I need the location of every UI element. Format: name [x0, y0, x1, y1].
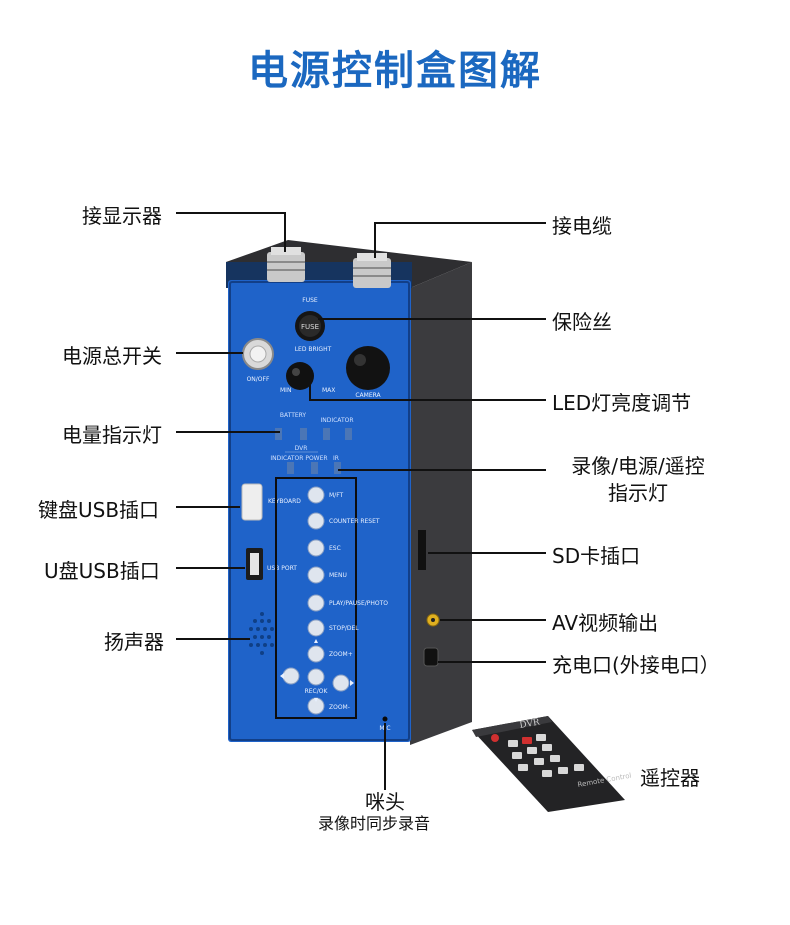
- sd-slot: [418, 530, 426, 570]
- keyboard-usb-port: [241, 483, 263, 521]
- max-text: MAX: [322, 387, 335, 394]
- battery-leds: [275, 428, 352, 440]
- leader-lines: [176, 212, 546, 790]
- label-charge: 充电口(外接电口）: [552, 653, 720, 677]
- panel-text: M/FT: [329, 492, 344, 499]
- page-title: 电源控制盒图解: [248, 48, 542, 94]
- mic-hole: [382, 716, 388, 722]
- monitor-connector: [267, 247, 305, 282]
- panel-text: REC/OK: [305, 688, 329, 695]
- case-side: [410, 262, 472, 745]
- dc-jack: [423, 647, 439, 667]
- fuse-cap-text: FUSE: [301, 323, 319, 331]
- panel-text: ZOOM-: [329, 704, 350, 711]
- label-status-indicator-line1: 录像/电源/遥控: [571, 454, 705, 478]
- dvr-text: DVR: [295, 445, 308, 452]
- label-monitor: 接显示器: [82, 204, 162, 228]
- battery-text: BATTERY: [280, 412, 307, 419]
- usb-port-text: USB PORT: [267, 565, 297, 572]
- panel-text: MENU: [329, 572, 347, 579]
- led-bright-knob: [286, 362, 314, 390]
- label-power-switch: 电源总开关: [62, 344, 162, 368]
- fuse-text: FUSE: [302, 297, 318, 304]
- label-mic-sub: 录像时同步录音: [318, 814, 431, 833]
- label-remote: 遥控器: [640, 766, 700, 790]
- remote-control: DVR Remote Control: [472, 716, 632, 812]
- label-status-indicator-line2: 指示灯: [608, 481, 668, 505]
- remote-brand-text: DVR: [519, 718, 541, 731]
- status-leds: [287, 462, 341, 474]
- label-fuse: 保险丝: [552, 310, 612, 334]
- cable-connector: [353, 253, 391, 288]
- label-av: AV视频输出: [552, 611, 659, 635]
- camera-knob: [346, 346, 390, 390]
- label-battery-indicator: 电量指示灯: [62, 423, 162, 447]
- keyboard-text: KEYBOARD: [268, 498, 301, 505]
- panel-text: PLAY/PAUSE/PHOTO: [329, 600, 388, 607]
- label-u-usb: U盘USB插口: [44, 559, 160, 583]
- label-cable: 接电缆: [552, 214, 612, 238]
- panel-text: ESC: [329, 545, 341, 552]
- speaker-grille: [249, 612, 274, 655]
- indicator-power-text: INDICATOR POWER: [270, 455, 327, 462]
- label-speaker: 扬声器: [104, 630, 164, 654]
- panel-text: ZOOM+: [329, 651, 353, 658]
- on-off-text: ON/OFF: [247, 376, 270, 383]
- camera-text: CAMERA: [355, 392, 381, 399]
- label-sd: SD卡插口: [552, 544, 641, 568]
- panel-text: STOP/DEL: [329, 625, 359, 632]
- min-text: MIN: [280, 387, 291, 394]
- front-panel: [228, 280, 411, 742]
- ir-text: IR: [333, 455, 339, 462]
- button-labels: M/FT COUNTER RESET ESC MENU PLAY/PAUSE/P…: [305, 492, 389, 711]
- label-led-bright: LED灯亮度调节: [552, 391, 692, 415]
- button-column: [282, 486, 350, 715]
- label-keyboard-usb: 键盘USB插口: [38, 498, 160, 522]
- arrow-marks: [280, 639, 354, 702]
- panel-text: COUNTER RESET: [329, 518, 380, 525]
- label-mic: 咪头: [365, 790, 405, 814]
- indicator-text: INDICATOR: [320, 417, 353, 424]
- led-bright-text: LED BRIGHT: [295, 346, 332, 353]
